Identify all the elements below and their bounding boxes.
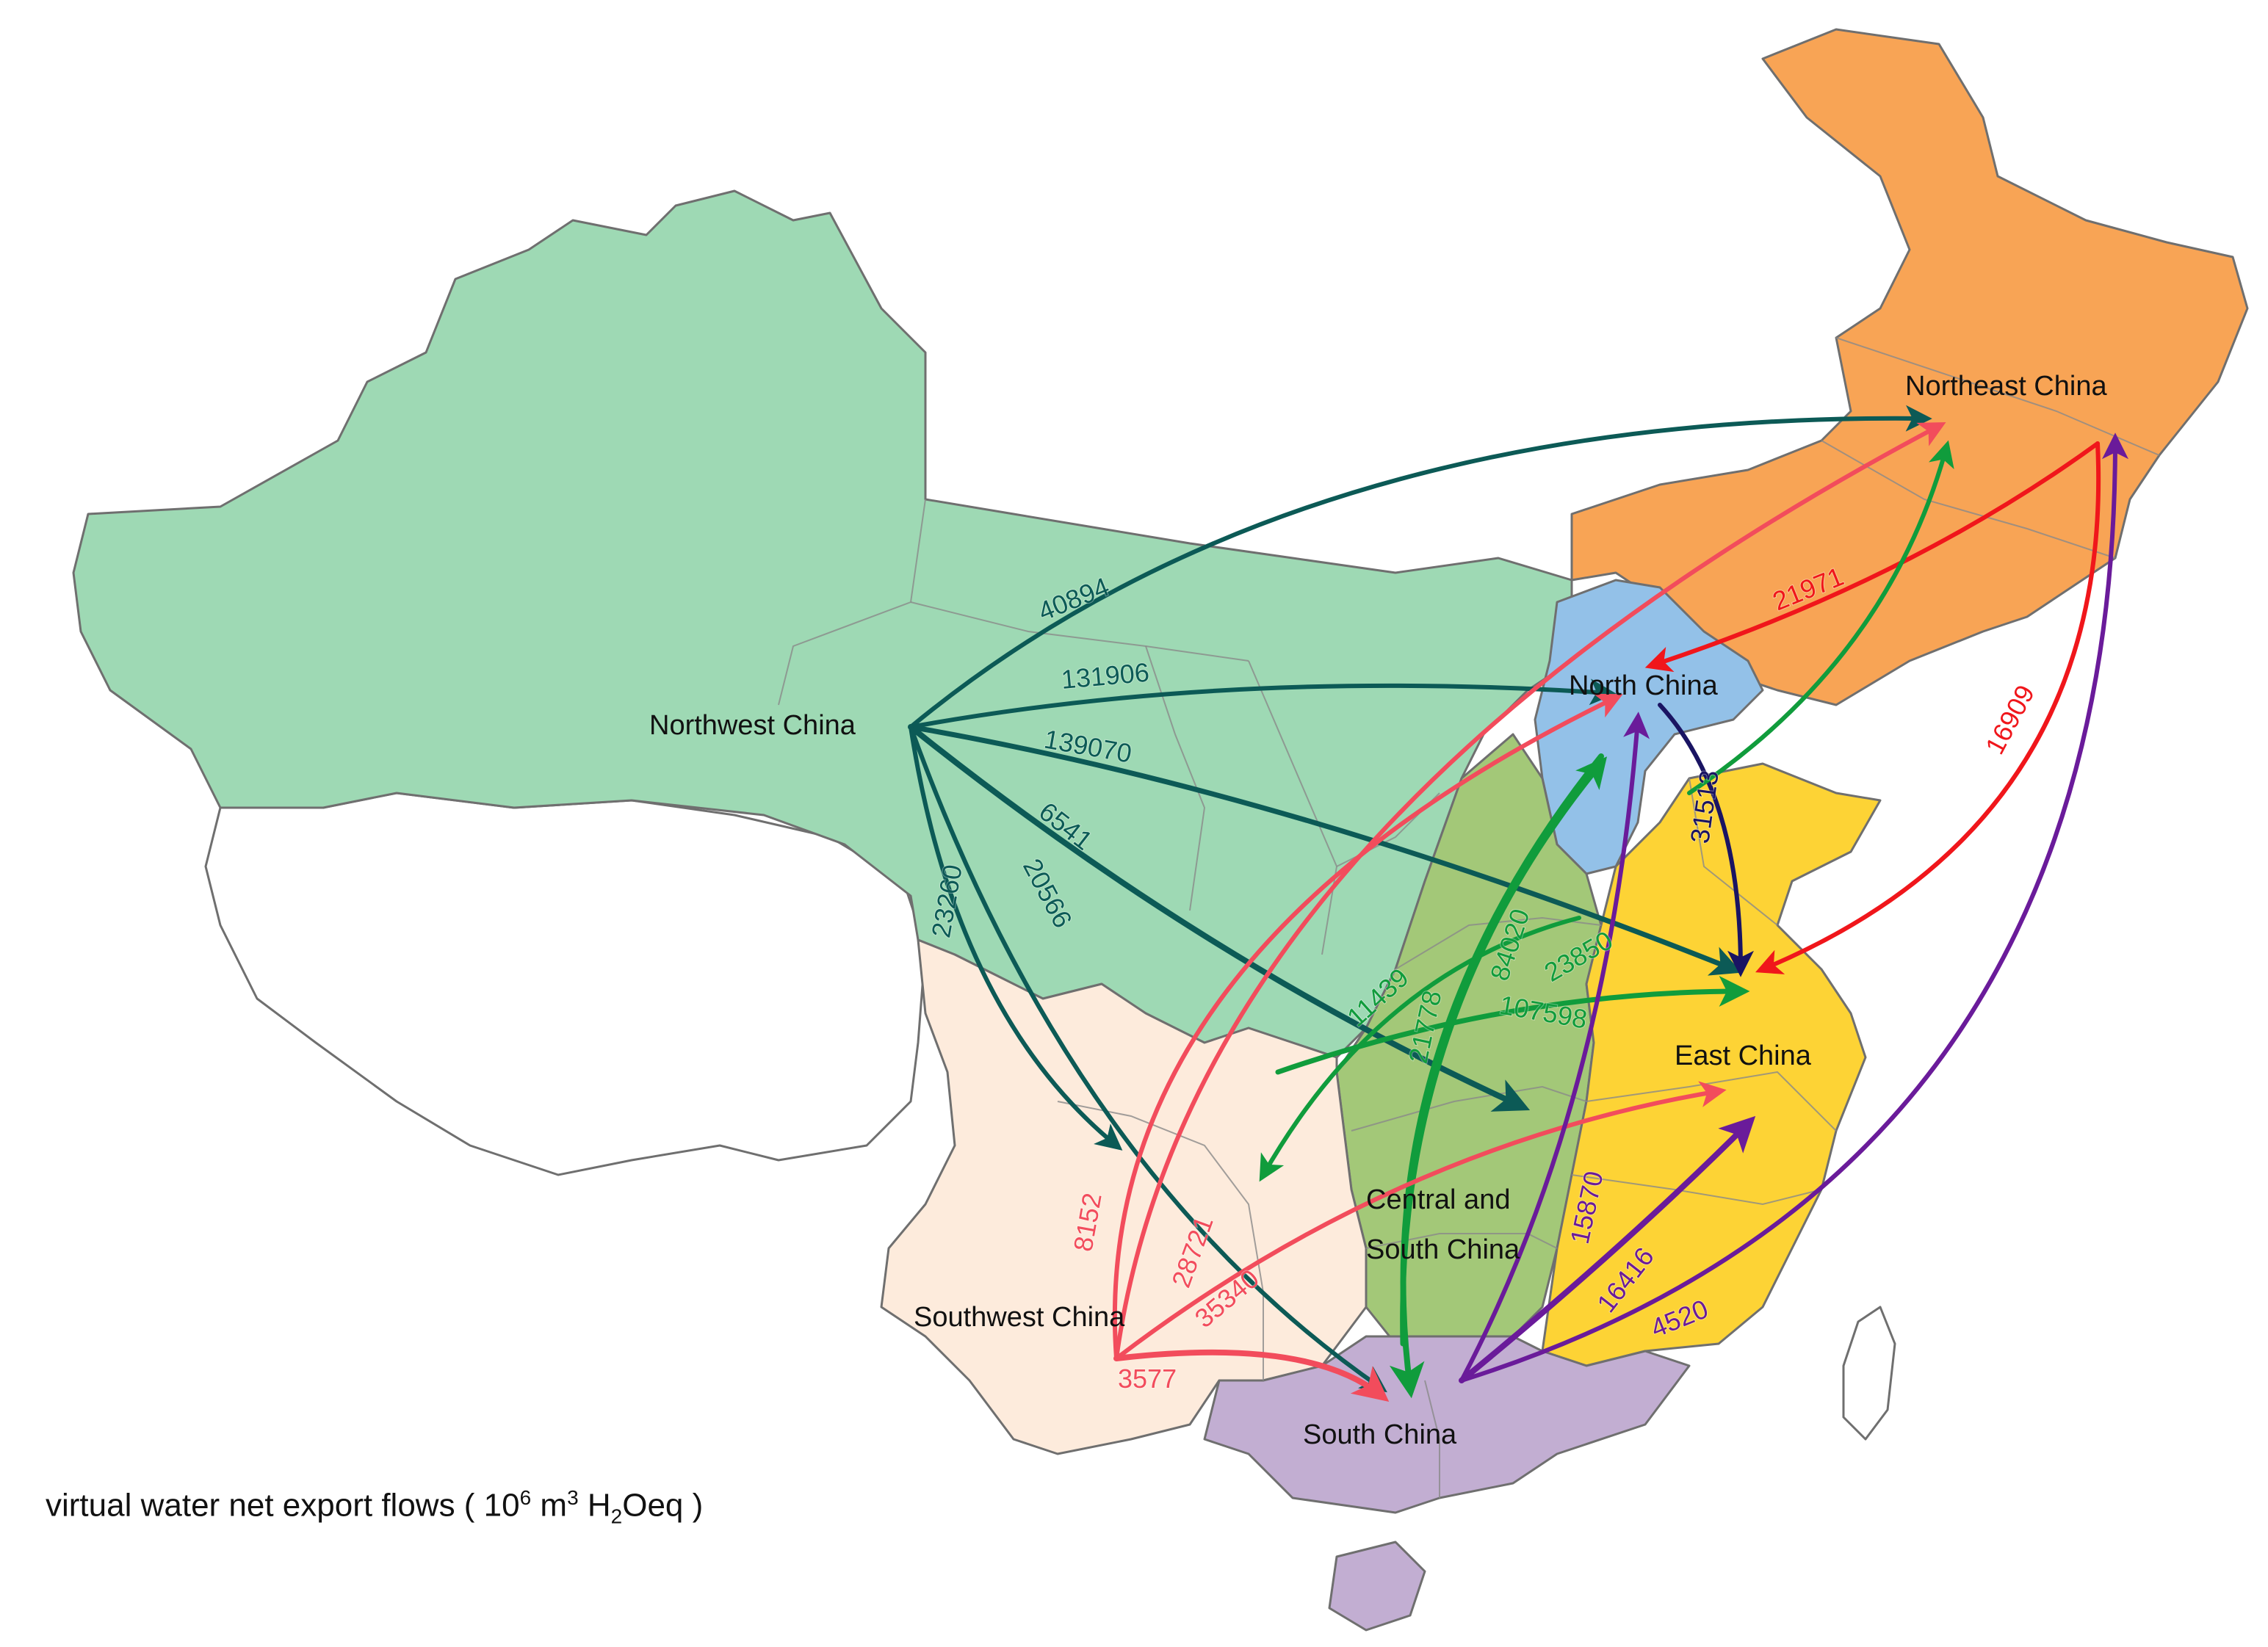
border	[1571, 1174, 1822, 1206]
region-label-north: North China	[1569, 670, 1719, 701]
border	[1248, 660, 1338, 955]
flow-arrow-21778	[1389, 753, 1604, 1399]
region-nodata-west	[204, 792, 927, 1176]
caption-exponent-cubic: 3	[567, 1486, 579, 1509]
region-nodata-island	[1842, 1306, 1896, 1441]
caption-suffix: Oeq )	[622, 1487, 704, 1524]
flow-arrow-3577	[1113, 1349, 1390, 1402]
flow-arrow-6541	[908, 724, 1531, 1112]
flow-arrow-28721	[1114, 421, 1946, 1361]
region-label-east: East China	[1675, 1040, 1812, 1071]
flow-arrow-31513	[1658, 703, 1754, 977]
flow-arrow-16416	[1459, 1115, 1756, 1383]
border	[1057, 1101, 1264, 1380]
flow-arrow-131906	[909, 678, 1617, 729]
flow-arrow-21971	[1644, 441, 2100, 673]
flow-arrow-139070	[908, 724, 1742, 976]
flow-layer	[908, 405, 2128, 1402]
border	[1145, 645, 1206, 911]
region-layer	[72, 28, 2249, 1632]
flow-arrow-107598	[1275, 976, 1750, 1075]
border	[1689, 778, 1778, 926]
caption-unit-m: m	[531, 1487, 568, 1524]
caption-unit-h: H	[578, 1487, 611, 1524]
region-label-northwest: Northwest China	[649, 710, 856, 741]
border	[1424, 1380, 1440, 1498]
map-caption: virtual water net export flows ( 106 m3 …	[46, 1486, 703, 1528]
region-south	[1203, 1335, 1691, 1514]
border	[1586, 1071, 1837, 1132]
flow-arrow-35340	[1114, 1081, 1727, 1361]
region-name-layer: Northwest China Northeast China North Ch…	[649, 371, 2107, 1450]
flow-arrow-40894	[909, 405, 1932, 729]
region-label-southwest: Southwest China	[914, 1302, 1125, 1333]
caption-subscript: 2	[610, 1505, 623, 1528]
border	[1821, 440, 2116, 559]
flow-arrow-8152	[1112, 693, 1623, 1361]
region-south-island	[1328, 1541, 1426, 1632]
flow-arrow-23260	[909, 725, 1123, 1151]
region-label-northeast: Northeast China	[1905, 371, 2107, 402]
flow-arrow-15870	[1459, 712, 1650, 1383]
flow-arrow-16909	[1755, 441, 2101, 974]
caption-exponent: 6	[519, 1486, 532, 1509]
flow-label-3577: 3577	[1118, 1364, 1177, 1394]
flow-arrow-4520	[1459, 432, 2128, 1383]
region-label-central-south-1: Central and	[1366, 1184, 1510, 1215]
flow-arrow-23850	[1687, 440, 1954, 795]
caption-prefix: virtual water net export flows ( 10	[46, 1487, 520, 1524]
flow-arrow-20566	[909, 725, 1387, 1393]
border	[910, 601, 1249, 662]
region-label-central-south-2: South China	[1366, 1234, 1520, 1265]
border	[778, 499, 926, 706]
flow-arrow-11439	[1259, 916, 1581, 1182]
region-label-south: South China	[1303, 1419, 1457, 1450]
